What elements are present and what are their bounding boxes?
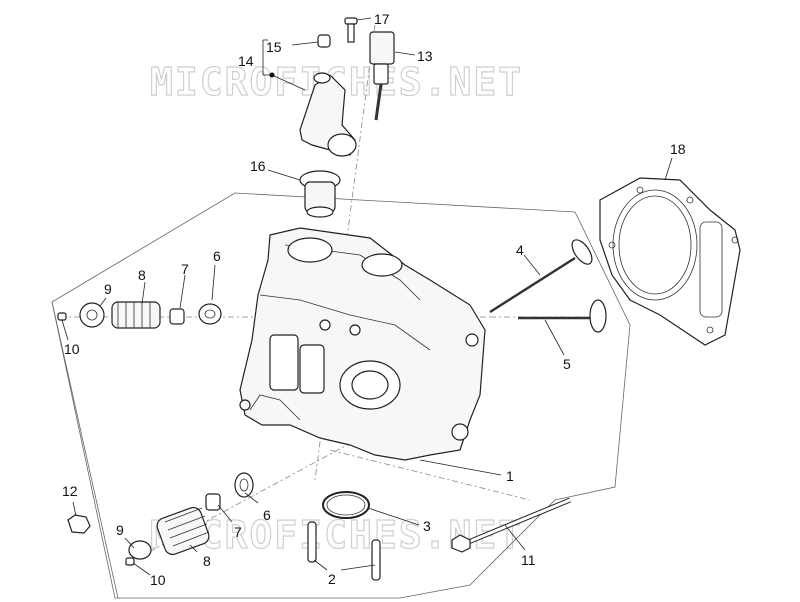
stud-bolt xyxy=(451,497,571,553)
callouts: 1 2 3 4 5 6 6 7 7 8 8 9 9 10 10 11 12 13… xyxy=(62,11,686,588)
thermostat xyxy=(299,170,341,218)
thermostat-housing xyxy=(299,72,357,157)
callout-6-lower: 6 xyxy=(263,507,271,523)
callout-17: 17 xyxy=(374,11,390,27)
callout-10-upper: 10 xyxy=(64,341,80,357)
housing-screw xyxy=(344,17,358,43)
intake-valve xyxy=(489,239,593,314)
leader-lines xyxy=(61,17,673,576)
callout-8-upper: 8 xyxy=(138,267,146,283)
callout-5: 5 xyxy=(563,356,571,372)
housing-cap xyxy=(317,34,331,48)
callout-2: 2 xyxy=(328,571,336,587)
assembly-frame xyxy=(51,192,631,599)
spring-upper xyxy=(111,301,161,329)
head-gasket xyxy=(599,177,741,346)
callout-14-dot xyxy=(269,72,275,78)
callout-7-lower: 7 xyxy=(234,524,242,540)
callout-11: 11 xyxy=(521,552,536,568)
callout-10-lower: 10 xyxy=(150,572,166,588)
valve-train-lower xyxy=(67,472,254,566)
callout-16: 16 xyxy=(250,158,266,174)
dowel-pins xyxy=(307,521,381,581)
callout-15: 15 xyxy=(266,39,282,55)
callout-12: 12 xyxy=(62,483,78,499)
callout-1: 1 xyxy=(506,468,514,484)
callout-9-upper: 9 xyxy=(104,281,112,297)
exhaust-valve xyxy=(518,299,607,333)
temperature-sensor xyxy=(369,31,395,121)
callout-14: 14 xyxy=(238,53,254,69)
callout-8-lower: 8 xyxy=(203,553,211,569)
spring-lower xyxy=(156,506,210,556)
callout-7-upper: 7 xyxy=(181,261,189,277)
callout-13: 13 xyxy=(417,48,433,64)
callout-9-lower: 9 xyxy=(116,522,124,538)
callout-18: 18 xyxy=(670,141,686,157)
cylinder-head xyxy=(239,227,486,461)
o-ring xyxy=(322,491,370,519)
callout-3: 3 xyxy=(423,518,431,534)
callout-4: 4 xyxy=(516,242,524,258)
valve-train-upper xyxy=(57,301,222,329)
callout-6-upper: 6 xyxy=(213,248,221,264)
